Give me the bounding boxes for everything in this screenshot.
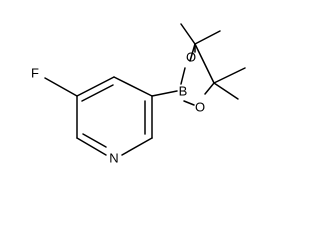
bond-c3-c4-inner [81,84,114,102]
bond-methyl-bottom-down [213,82,239,100]
methyl-groups [180,23,246,100]
bond-n-c2-inner [82,133,107,148]
atom-label-boron: B [179,83,188,98]
bond-methyl-top-right [194,30,221,45]
bond-c-bottom-o-bottom [204,82,215,95]
dioxaborolane-ring [180,43,215,106]
bond-c6-n [121,137,153,156]
bond-c4-c5 [113,76,153,97]
bond-o-top-c-left [189,43,196,62]
bond-b-o-bottom [183,100,195,106]
bond-c3-c4 [76,76,115,97]
bond-methyl-bottom-right [213,67,246,84]
atom-label-oxygen-top: O [186,49,196,64]
atom-label-fluorine: F [31,65,39,80]
bond-c-top-c-bottom [194,43,215,84]
bond-c5-b [151,90,178,97]
bond-n-c2 [76,137,107,156]
bond-methyl-top-left [180,23,196,45]
bond-c3-f [44,77,78,97]
chemical-structure: F N B O O [31,23,246,165]
atom-label-oxygen-bottom: O [195,99,205,114]
pyridine-ring [76,76,153,156]
atom-label-nitrogen: N [109,150,118,165]
molecule-diagram: F N B O O [31,23,246,165]
bond-b-o-top [180,67,186,85]
